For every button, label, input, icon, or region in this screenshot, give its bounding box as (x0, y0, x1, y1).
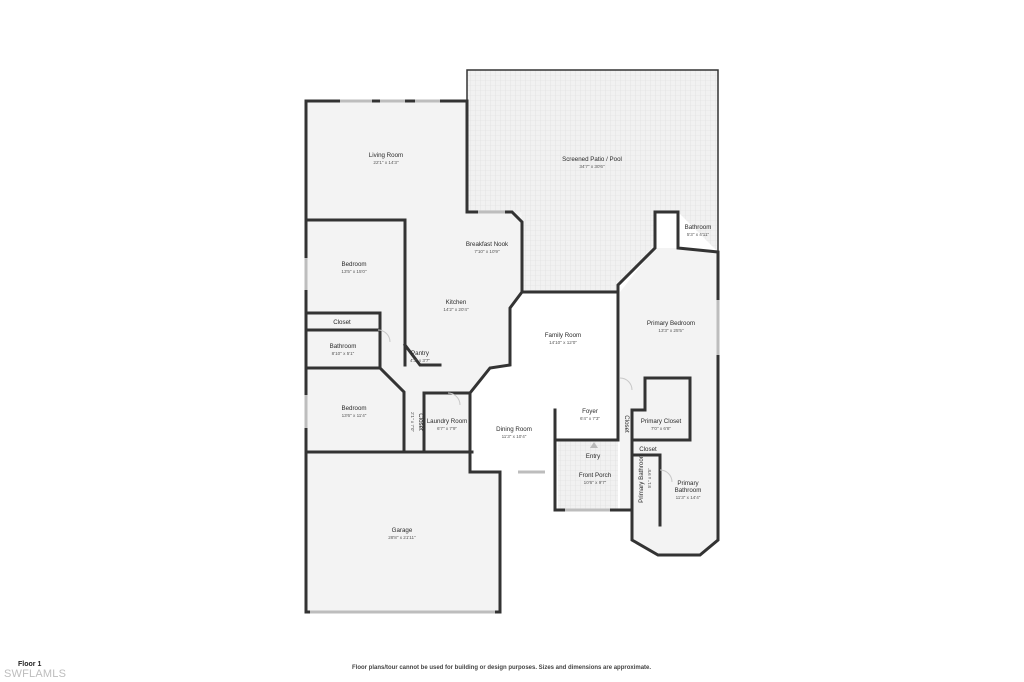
room-dims-primary-closet: 7'0" x 6'8" (651, 426, 671, 431)
watermark-logo: SWFLAMLS (4, 668, 67, 680)
room-dims-screened-patio: 34'7" x 30'6" (579, 164, 605, 169)
room-dims-primary-bathroom-small: 5'1" x 9'5" (647, 468, 652, 488)
room-dims-kitchen: 14'2" x 20'4" (443, 307, 469, 312)
room-name-primary-bathroom-small: Primary Bathroom (638, 453, 645, 503)
room-name-foyer: Foyer (582, 408, 598, 415)
doors (377, 329, 673, 483)
room-dims-primary-bedroom: 13'3" x 25'5" (658, 328, 684, 333)
pantry-wall (402, 342, 442, 367)
room-name-closet-2: Closet (417, 413, 424, 431)
room-name-pantry: Pantry (411, 350, 430, 357)
room-dims-front-porch: 10'6" x 9'7" (584, 480, 607, 485)
entry-marker-icon (590, 442, 598, 448)
room-dims-breakfast-nook: 7'10" x 10'9" (474, 249, 500, 254)
bedroom1-north-wall (304, 218, 407, 367)
room-dims-bedroom-1: 13'5" x 15'0" (341, 269, 367, 274)
primary-bath-wall (630, 453, 662, 527)
room-name-primary-bedroom: Primary Bedroom (647, 320, 695, 327)
nook-wall (465, 99, 524, 294)
room-dims-foyer: 6'4" x 7'3" (580, 416, 600, 421)
room-name-primary-closet: Primary Closet (641, 418, 682, 425)
room-name-living-room: Living Room (369, 152, 403, 159)
room-labels: Screened Patio / Pool 34'7" x 30'6" Livi… (330, 152, 712, 540)
room-name-dining-room: Dining Room (496, 426, 532, 433)
room-dims-primary-bathroom: 11'3" x 14'4" (676, 495, 701, 500)
room-dims-pantry: 4'3" x 3'7" (410, 358, 430, 363)
room-dims-dining-room: 11'3" x 10'4" (502, 434, 527, 439)
door-swing (619, 377, 633, 391)
exterior-wall-east (553, 210, 720, 557)
room-name-front-porch: Front Porch (579, 472, 612, 479)
room-name-primary-bathroom-line2: Bathroom (675, 487, 702, 494)
windows (304, 99, 720, 614)
room-name-kitchen: Kitchen (446, 299, 467, 306)
room-name-laundry-room: Laundry Room (427, 418, 468, 425)
closet1-wall (304, 311, 382, 332)
room-name-garage: Garage (392, 527, 413, 534)
room-name-bedroom-1: Bedroom (341, 261, 366, 268)
room-name-closet-1: Closet (333, 319, 351, 326)
room-name-entry: Entry (586, 453, 601, 460)
room-name-closet-3: Closet (623, 415, 630, 433)
room-dims-garage: 28'8" x 21'11" (388, 535, 416, 540)
room-dims-closet-2: 2'1" x 7'0" (410, 412, 415, 432)
porch-floor (558, 440, 618, 510)
room-name-bathroom-2: Bathroom (330, 343, 357, 350)
bedroom2-north-wall (304, 366, 406, 452)
room-name-primary-bathroom: Primary (677, 480, 699, 487)
room-name-screened-patio: Screened Patio / Pool (562, 156, 622, 163)
door-swing (447, 392, 461, 406)
room-dims-bedroom-2: 13'6" x 11'4" (342, 413, 367, 418)
room-dims-living-room: 22'1" x 14'3" (373, 160, 399, 165)
patio-floor (467, 70, 718, 292)
disclaimer-text: Floor plans/tour cannot be used for buil… (352, 665, 652, 671)
room-dims-bathroom-2: 8'10" x 5'1" (332, 351, 355, 356)
floor-fills (306, 70, 718, 612)
room-name-bedroom-2: Bedroom (341, 405, 366, 412)
door-swing (659, 469, 673, 483)
house-floor (306, 101, 718, 612)
floor-label: Floor 1 (18, 661, 42, 668)
exterior-wall-west (304, 99, 557, 614)
room-name-breakfast-nook: Breakfast Nook (466, 241, 509, 248)
room-dims-bathroom-patio: 5'3" x 4'11" (687, 232, 710, 237)
room-name-bathroom-patio: Bathroom (685, 224, 712, 231)
room-name-family-room: Family Room (545, 332, 581, 339)
room-dims-laundry-room: 6'7" x 7'9" (437, 426, 457, 431)
room-dims-family-room: 14'10" x 12'0" (549, 340, 577, 345)
door-swing (377, 329, 391, 343)
room-name-closet-4: Closet (639, 446, 657, 453)
walls (304, 69, 720, 614)
